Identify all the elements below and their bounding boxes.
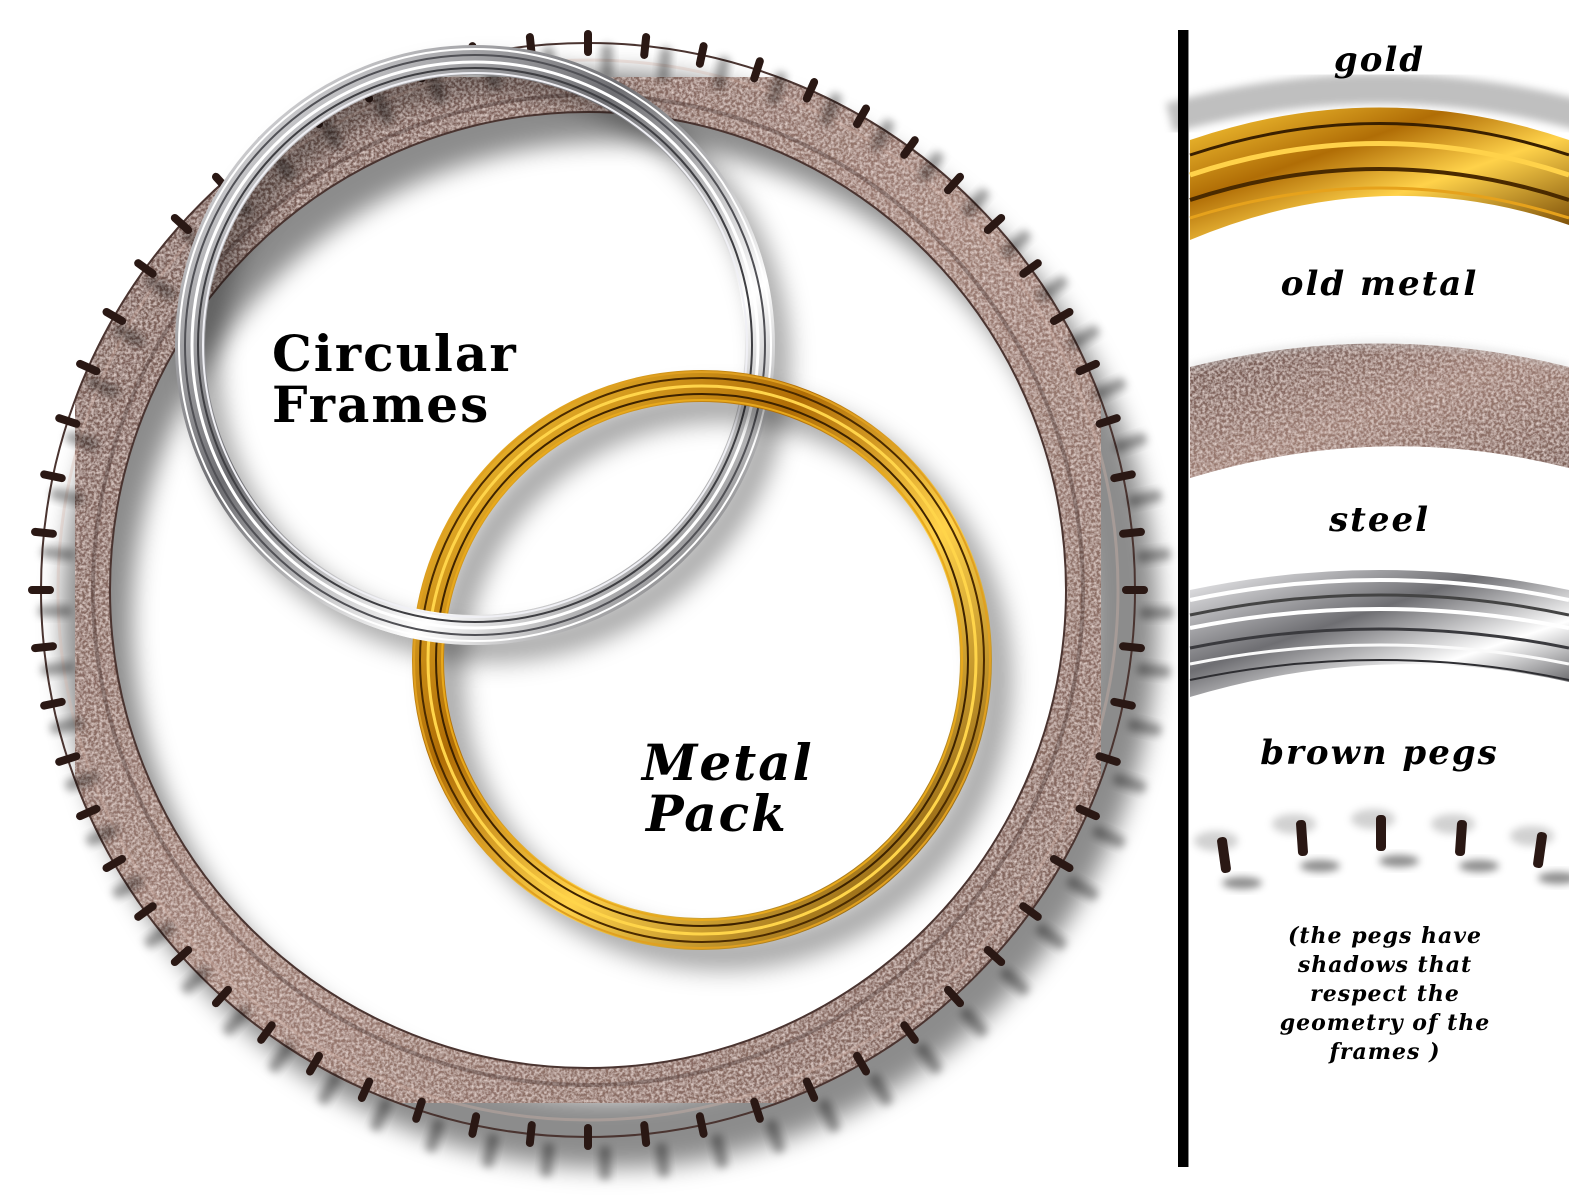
label-old-metal: old metal — [1280, 264, 1479, 304]
peg — [1095, 752, 1121, 766]
peg — [1455, 819, 1467, 857]
steel-swatch — [1189, 570, 1569, 697]
label-gold: gold — [1333, 40, 1426, 80]
peg — [1110, 470, 1136, 483]
peg — [76, 804, 101, 821]
gold-swatch — [1166, 74, 1569, 240]
peg — [983, 945, 1006, 967]
note-line: shadows that — [1297, 952, 1473, 978]
title-line-1: Circular — [272, 324, 518, 383]
peg — [28, 586, 54, 594]
peg — [134, 902, 157, 921]
peg — [306, 1051, 323, 1076]
peg — [900, 1021, 919, 1044]
peg — [1019, 259, 1042, 278]
peg — [1049, 308, 1074, 325]
note-line: (the pegs have — [1287, 923, 1483, 949]
vertical-divider — [1178, 30, 1189, 1167]
title-metal-pack: Metal Pack — [642, 737, 814, 839]
title-line-2: Frames — [272, 375, 491, 434]
peg — [134, 259, 157, 278]
pegs-shadow-note: (the pegs have shadows that respect the … — [1230, 922, 1540, 1067]
peg — [584, 30, 592, 56]
peg — [802, 1077, 819, 1102]
peg — [102, 855, 127, 872]
peg — [584, 1124, 592, 1150]
subtitle-line-2: Pack — [646, 784, 788, 843]
peg — [55, 414, 81, 428]
subtitle-line-1: Metal — [642, 733, 814, 792]
gold-frame — [412, 370, 992, 950]
label-steel: steel — [1328, 500, 1431, 540]
peg — [76, 359, 101, 376]
peg — [102, 308, 127, 325]
peg — [1119, 642, 1145, 653]
peg — [853, 104, 870, 129]
peg — [1296, 819, 1308, 857]
peg — [802, 78, 819, 103]
peg — [695, 42, 708, 68]
peg — [943, 985, 965, 1008]
note-line: frames ) — [1329, 1039, 1441, 1065]
peg — [412, 1097, 426, 1123]
peg — [750, 1097, 764, 1123]
peg — [695, 1112, 708, 1138]
brown-pegs-swatch — [1194, 809, 1569, 889]
title-circular-frames: Circular Frames — [272, 328, 518, 430]
peg — [468, 1112, 481, 1138]
peg — [900, 136, 919, 159]
peg — [640, 1121, 651, 1147]
peg — [525, 1121, 536, 1147]
peg — [1019, 902, 1042, 921]
label-brown-pegs: brown pegs — [1260, 733, 1499, 773]
peg — [211, 985, 233, 1008]
peg — [853, 1051, 870, 1076]
peg — [640, 33, 651, 59]
brown-pegs — [28, 30, 1174, 1180]
peg — [1376, 815, 1386, 851]
peg — [170, 213, 193, 235]
note-line: respect the — [1310, 981, 1460, 1007]
peg — [1533, 831, 1547, 869]
peg — [1075, 804, 1100, 821]
steel-frame-front — [265, 560, 685, 645]
peg — [40, 697, 66, 710]
peg — [1049, 855, 1074, 872]
peg — [1110, 697, 1136, 710]
peg — [943, 172, 965, 195]
peg — [170, 945, 193, 967]
peg — [40, 470, 66, 483]
peg — [1119, 527, 1145, 538]
old-metal-swatch — [1189, 342, 1569, 478]
peg — [1122, 586, 1148, 594]
peg — [1095, 414, 1121, 428]
note-line: geometry of the — [1279, 1010, 1491, 1036]
peg — [357, 1077, 374, 1102]
peg — [1075, 359, 1100, 376]
peg — [257, 1021, 276, 1044]
peg — [983, 213, 1006, 235]
peg — [31, 642, 57, 653]
peg — [1217, 836, 1231, 874]
peg — [31, 527, 57, 538]
peg — [750, 57, 764, 83]
peg — [55, 752, 81, 766]
